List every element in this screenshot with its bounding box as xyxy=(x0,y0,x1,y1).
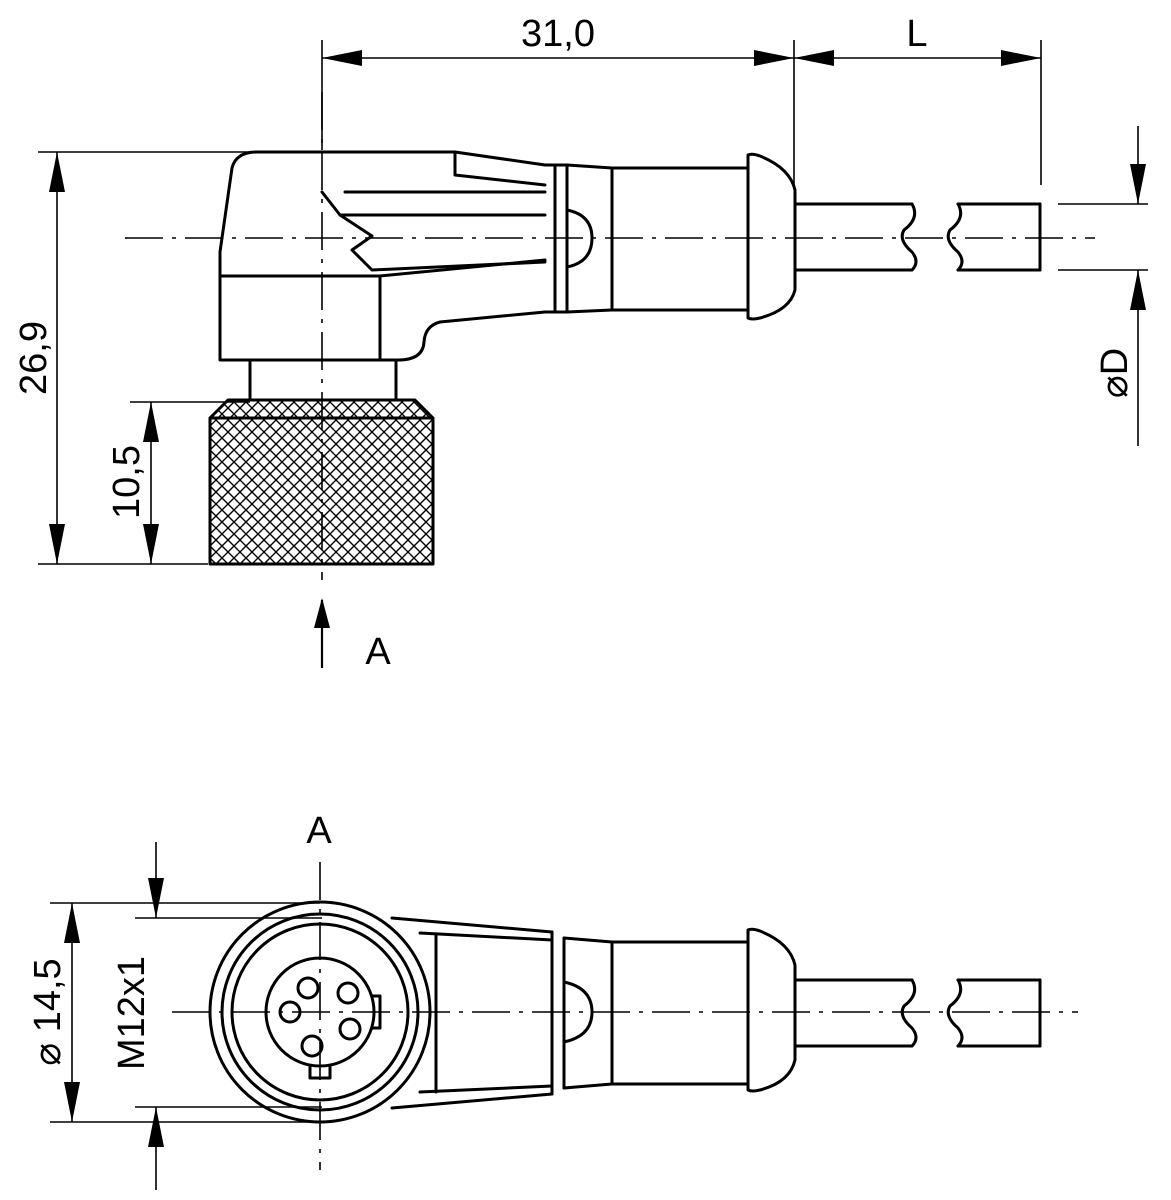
view-arrow-label: A xyxy=(365,631,391,673)
front-view: A ⌀ 14,5 M12x1 xyxy=(27,810,1078,1190)
cable-flange xyxy=(746,152,797,321)
dimension-diameter-14-5-label: ⌀ 14,5 xyxy=(27,958,69,1065)
dimension-diameter-d-label: ⌀D xyxy=(1094,348,1136,398)
dimension-26-9-label: 26,9 xyxy=(13,321,55,395)
view-arrow: A xyxy=(314,598,391,673)
connector-neck xyxy=(248,358,398,402)
cable xyxy=(793,202,1042,272)
dimension-l: L xyxy=(794,13,1042,185)
dimension-31: 31,0 xyxy=(321,13,795,185)
dimension-thread-label: M12x1 xyxy=(111,956,153,1070)
dimension-26-9: 26,9 xyxy=(13,151,250,565)
dimension-thread: M12x1 xyxy=(111,842,322,1190)
dimension-l-label: L xyxy=(906,13,927,55)
dimension-diameter-14-5: ⌀ 14,5 xyxy=(27,902,320,1123)
dimension-31-label: 31,0 xyxy=(521,13,595,55)
dimension-diameter-d: ⌀D xyxy=(1058,126,1148,446)
view-title: A xyxy=(306,810,332,852)
angled-housing xyxy=(218,150,569,362)
side-view: 31,0 L 26,9 10,5 xyxy=(13,13,1148,673)
front-housing xyxy=(390,916,554,1110)
dimension-10-5-label: 10,5 xyxy=(106,445,148,519)
